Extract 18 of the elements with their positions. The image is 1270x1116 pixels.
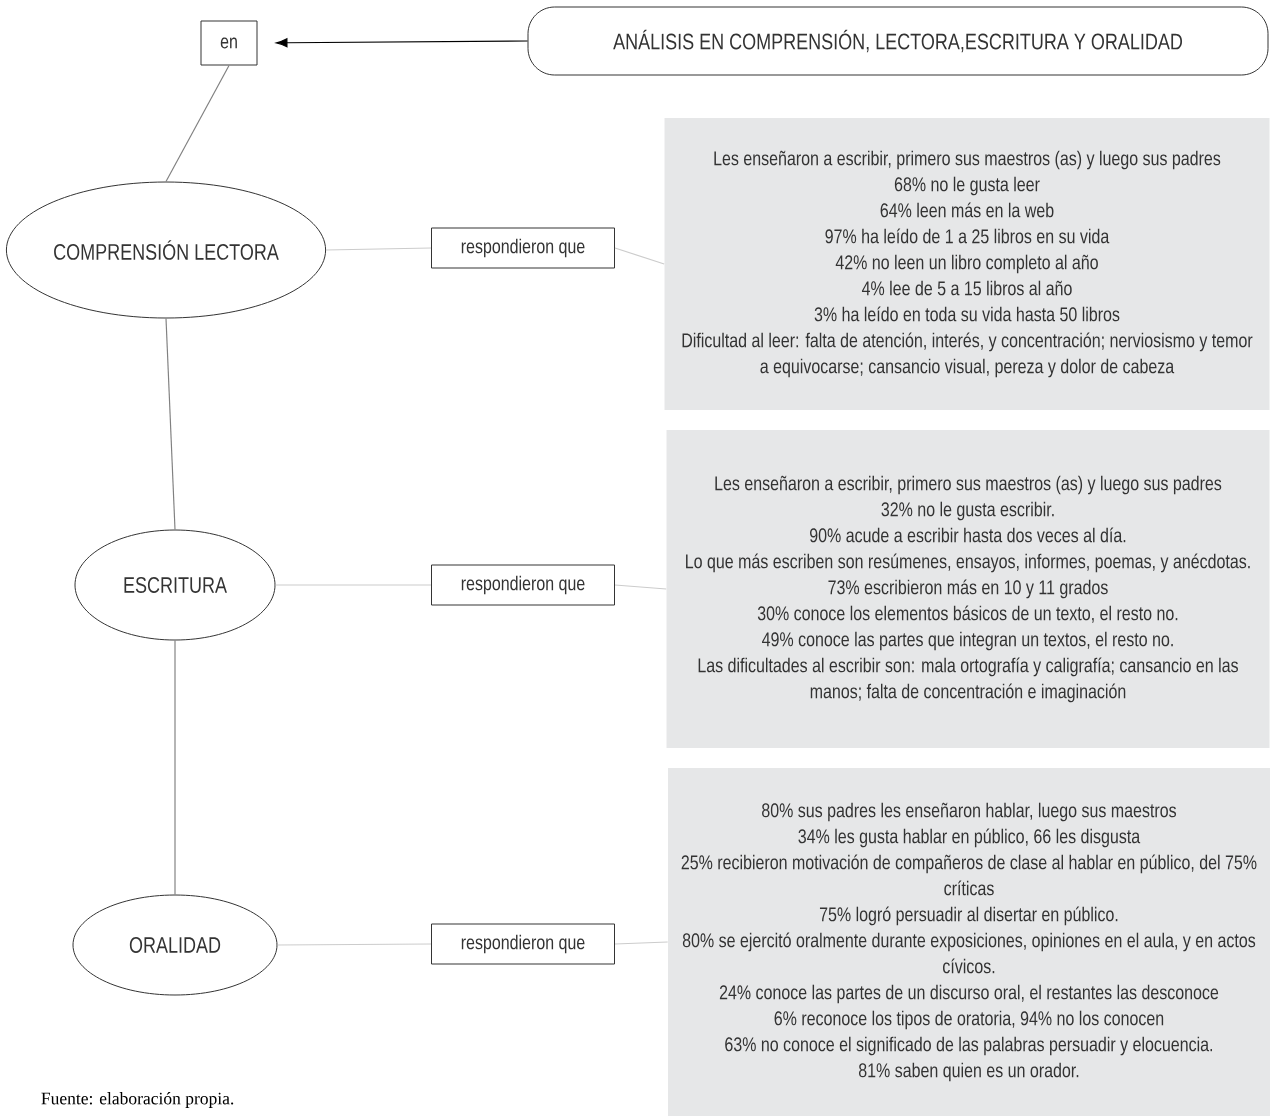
- title-box: ANÁLISIS EN COMPRENSIÓN, LECTORA,ESCRITURA Y ORALIDAD: [527, 6, 1269, 76]
- text-panel: 80% sus padres les enseñaron hablar, luego sus maestros 34% les gusta hablar en público, 66 les disgusta 25% recibieron motivación de compañeros de clase al hablar en público, del 75% críticas 75% logró persuadir al disertar en público. 80% se ejercitó oralmente durante exposiciones, opiniones en el aula, y en actos cívicos. 24% conoce las partes de un discurso oral, el restantes las desconoce 6% reconoce los tipos de oratoria, 94% no los conocen 63% no conoce el significado de las palabras persuadir y elocuencia. 81% saben quien es un orador.: [668, 768, 1270, 1116]
- label-box: respondieron que: [431, 564, 615, 606]
- connector-line: [614, 941, 669, 945]
- arrow: [276, 38, 529, 48]
- label-box: respondieron que: [431, 923, 615, 965]
- text-panel: Les enseñaron a escribir, primero sus maestros (as) y luego sus padres 32% no le gusta escribir. 90% acude a escribir hasta dos veces al día. Lo que más escriben son resúmenes, ensayos, informes, poemas, y anécdotas. 73% escribieron más en 10 y 11 grados 30% conoce los elementos básicos de un texto, el resto no. 49% conoce las partes que integran un textos, el resto no. Las dificultades al escribir son: mala ortografía y caligrafía; cansancio en las manos; falta de concentración e imaginación: [666, 430, 1270, 748]
- connector-line: [614, 247, 665, 265]
- connector-line: [165, 64, 230, 183]
- connector-line: [276, 943, 432, 946]
- label-box: respondieron que: [431, 227, 615, 269]
- connector-line: [325, 247, 432, 251]
- caption: Fuente: elaboración propia.: [41, 1092, 234, 1108]
- text-panel: Les enseñaron a escribir, primero sus maestros (as) y luego sus padres 68% no le gusta leer 64% leen más en la web 97% ha leído de 1 a 25 libros en su vida 42% no leen un libro completo al año 4% lee de 5 a 15 libros al año 3% ha leído en toda su vida hasta 50 libros Dificultad al leer: falta de atención, interés, y concentración; nerviosismo y temor a equivocarse; cansancio visual, pereza y dolor de cabeza: [664, 118, 1270, 410]
- connector-line: [165, 317, 176, 531]
- label-box: en: [200, 20, 258, 66]
- connector-line: [614, 584, 667, 590]
- connector-line: [174, 639, 176, 896]
